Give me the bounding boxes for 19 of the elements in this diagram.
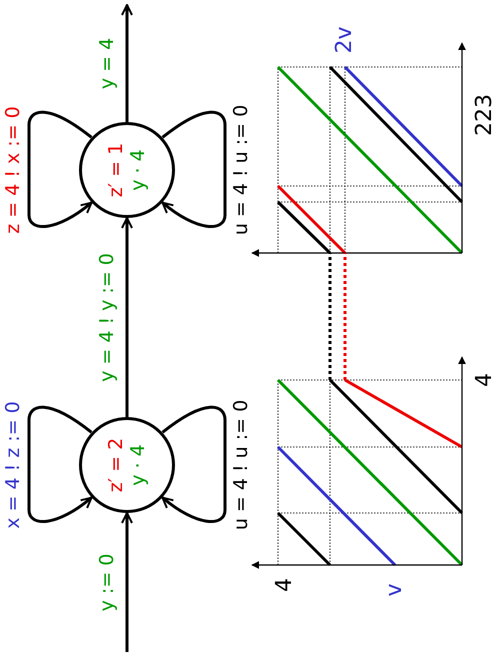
edge-label: y := 0 xyxy=(96,552,118,614)
self-loop-arrow xyxy=(28,110,92,228)
self-loop-arrow xyxy=(162,406,226,523)
flow-equation: z′ = 1 xyxy=(105,142,127,198)
self-loop-arrow xyxy=(162,110,226,228)
axis-label: 223 xyxy=(473,94,497,136)
edge-label: y = 4 ! y := 0 xyxy=(96,251,118,384)
self-loop-arrow xyxy=(28,406,92,523)
flow-equation: z′ = 2 xyxy=(105,438,127,492)
axis-label: 2v xyxy=(333,26,357,54)
invariant-text: y · 4 xyxy=(127,444,149,486)
axis-label: 4 xyxy=(273,578,297,592)
edge-label: y = 4 xyxy=(96,36,118,92)
axis-label: v xyxy=(383,583,407,597)
axis-label: 4 xyxy=(473,373,497,387)
transition-arrow xyxy=(121,217,133,417)
transition-arrow xyxy=(121,4,133,122)
invariant-text: y · 4 xyxy=(127,149,149,191)
transition-arrow xyxy=(121,512,133,652)
